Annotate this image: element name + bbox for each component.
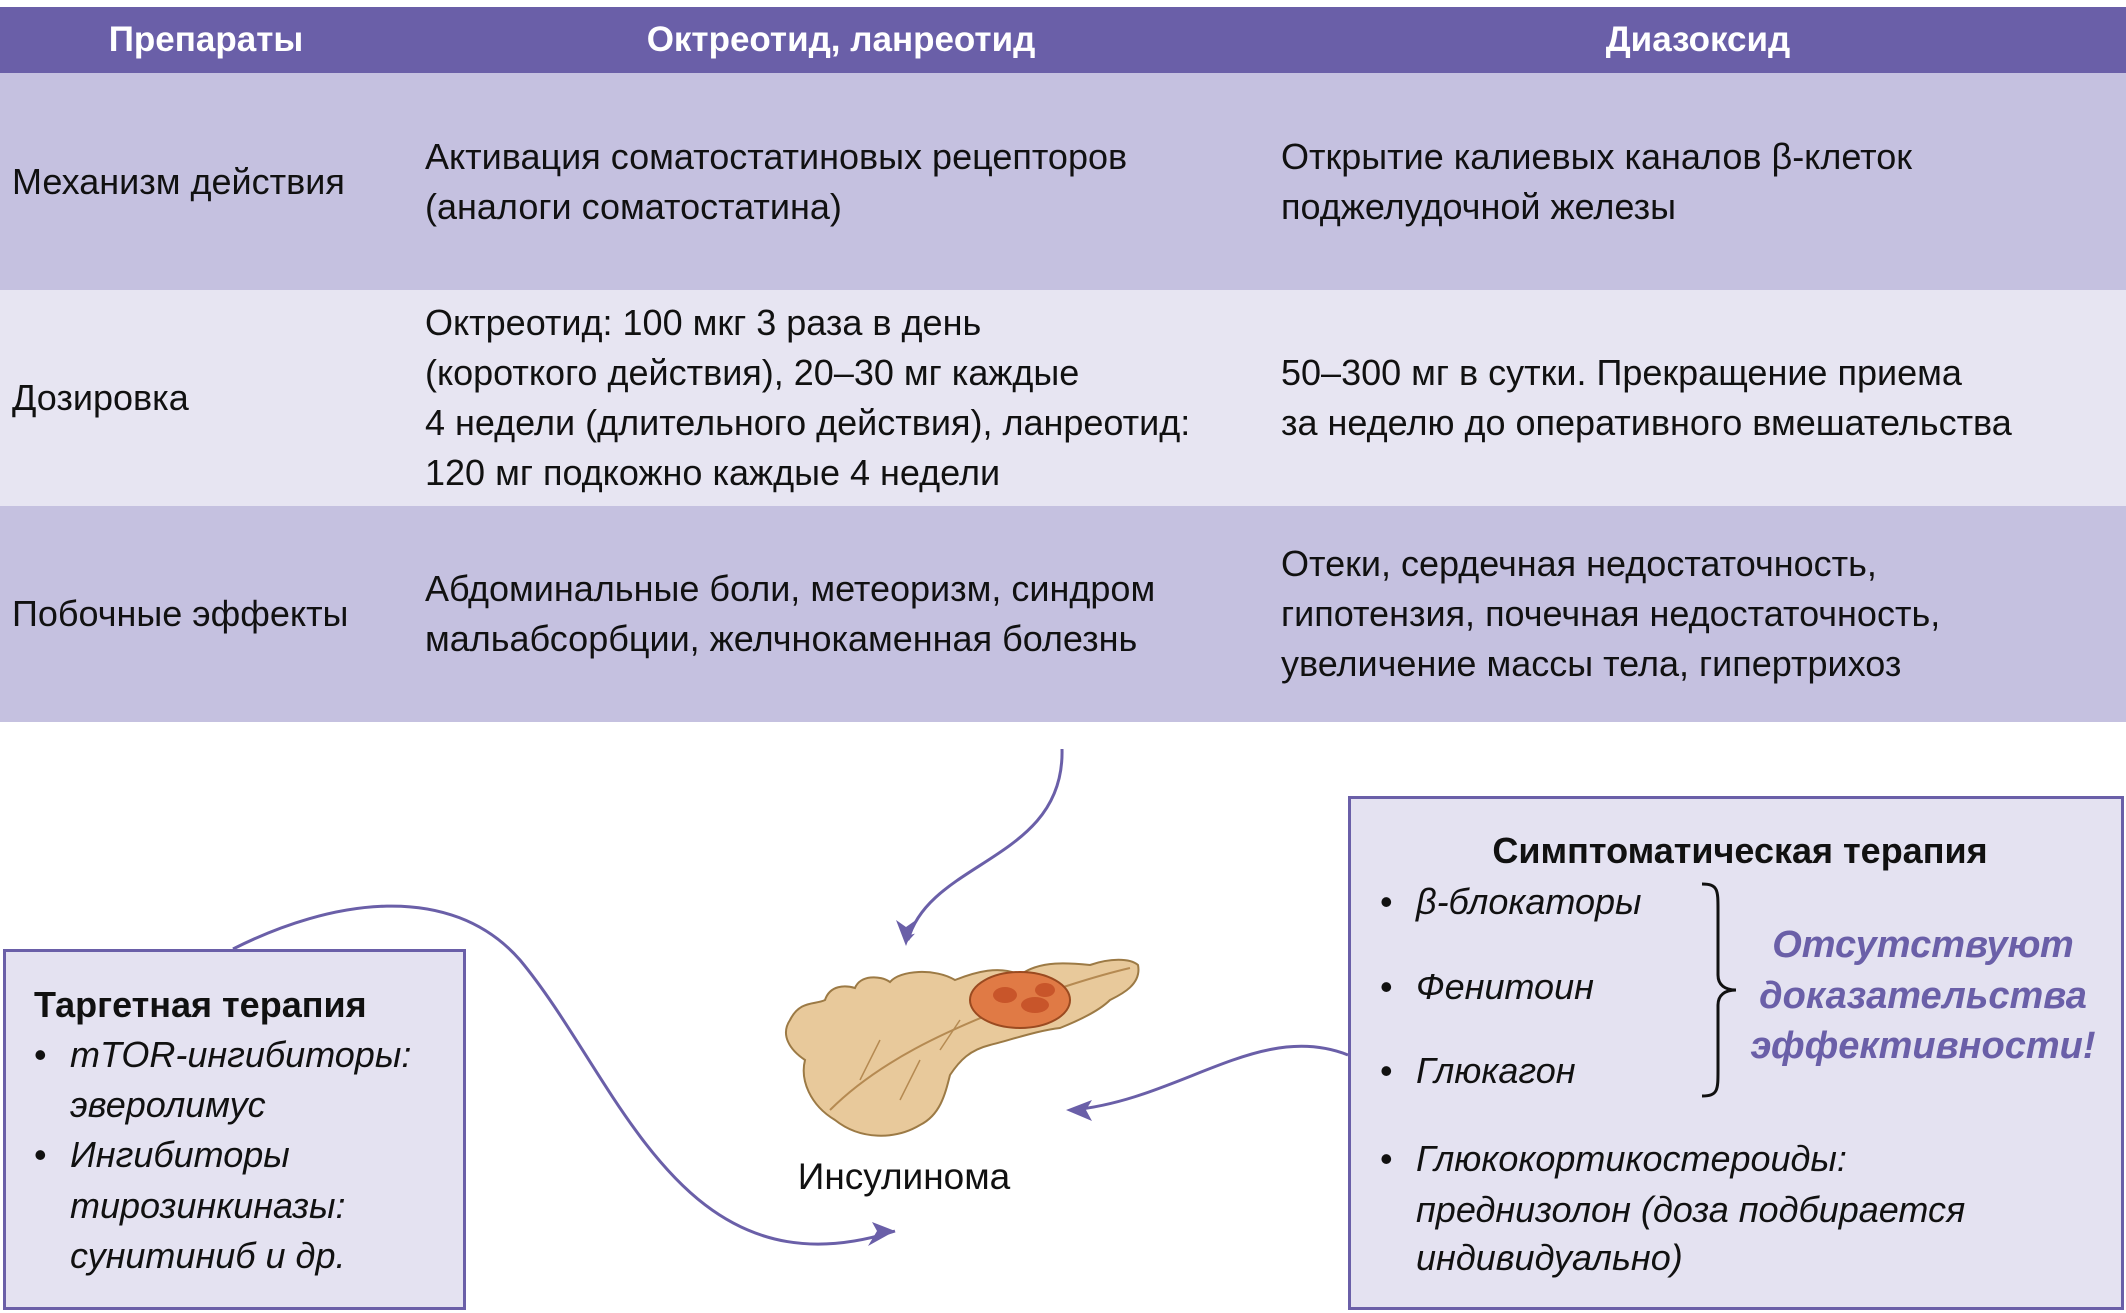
brace: [1701, 882, 1737, 1098]
row-label: Побочные эффекты: [12, 593, 349, 634]
symptomatic-title: Симптоматическая терапия: [1492, 830, 1988, 871]
symptomatic-item: β-блокаторы: [1416, 881, 1642, 922]
cell-text: (аналоги соматостатина): [425, 185, 842, 227]
targeted-line: тирозинкиназы:: [70, 1185, 346, 1226]
pancreas-illustration: [785, 958, 1140, 1137]
symptomatic-therapy-box: [1348, 796, 2124, 1310]
cell-text: за неделю до оперативного вмешательства: [1281, 402, 2012, 443]
glucocorticoid-line: индивидуально): [1416, 1237, 1683, 1278]
no-evidence-note: доказательства: [1759, 975, 2087, 1017]
symptomatic-item: Фенитоин: [1416, 966, 1594, 1007]
no-evidence-note: Отсутствуют: [1772, 924, 2074, 966]
arrowhead-left: [868, 1222, 895, 1246]
cell-text: мальабсорбции, желчнокаменная болезнь: [425, 618, 1138, 659]
cell-text: гипотензия, почечная недостаточность,: [1281, 593, 1941, 634]
targeted-line: mTOR-ингибиторы:: [70, 1034, 412, 1075]
bullet: •: [34, 1034, 47, 1075]
arrow-top: [905, 748, 1064, 942]
glucocorticoid-line: преднизолон (доза подбирается: [1416, 1189, 1966, 1230]
arrowhead-top: [896, 920, 916, 946]
bullet: •: [34, 1134, 47, 1175]
cell-text: Активация соматостатиновых рецепторов: [425, 135, 1128, 177]
targeted-line: сунитиниб и др.: [70, 1235, 346, 1276]
cell-text: Открытие калиевых каналов β-клеток: [1281, 135, 1913, 177]
cell-text: 120 мг подкожно каждые 4 недели: [425, 452, 1001, 493]
table-header: Препараты Октреотид, ланреотид Диазоксид: [0, 7, 2126, 73]
bullet: •: [1380, 1138, 1393, 1179]
glucocorticoid-line: Глюкокортикостероиды:: [1416, 1138, 1847, 1179]
cell-text: поджелудочной железы: [1281, 185, 1676, 227]
cell-text: 50–300 мг в сутки. Прекращение приема: [1281, 352, 1962, 393]
bullet: •: [1380, 1050, 1393, 1091]
table-row-mechanism: Механизм действия Активация соматостатин…: [0, 73, 2126, 290]
header-drugs: Препараты: [108, 20, 304, 59]
table-row-side-effects: Побочные эффекты Абдоминальные боли, мет…: [0, 506, 2126, 722]
arrowheads: [868, 920, 1092, 1246]
arrow-left: [232, 904, 896, 1246]
bullet: •: [1380, 966, 1393, 1007]
header-octreotide: Октреотид, ланреотид: [646, 20, 1036, 59]
insulinoma-label: Инсулинома: [797, 1156, 1011, 1197]
header-diazoxide: Диазоксид: [1605, 20, 1791, 59]
cell-text: Октреотид: 100 мкг 3 раза в день: [425, 302, 982, 343]
table-row-dosage: Дозировка Октреотид: 100 мкг 3 раза в де…: [0, 290, 2126, 506]
targeted-line: Ингибиторы: [70, 1134, 290, 1175]
symptomatic-item: Глюкагон: [1416, 1050, 1576, 1091]
cell-text: 4 недели (длительного действия), ланреот…: [425, 402, 1191, 443]
targeted-title: Таргетная терапия: [34, 984, 367, 1025]
targeted-line: эверолимус: [70, 1084, 266, 1125]
cell-text: (короткого действия), 20–30 мг каждые: [425, 352, 1080, 393]
no-evidence-note: эффективности!: [1750, 1025, 2096, 1067]
arrow-right: [1071, 1044, 1349, 1112]
row-label: Механизм действия: [12, 160, 345, 202]
arrowhead-right: [1066, 1100, 1092, 1121]
cell-text: Отеки, сердечная недостаточность,: [1281, 543, 1877, 584]
row-label: Дозировка: [12, 377, 189, 418]
targeted-therapy-box: [3, 949, 466, 1310]
cell-text: Абдоминальные боли, метеоризм, синдром: [425, 568, 1156, 609]
cell-text: увеличение массы тела, гипертрихоз: [1281, 643, 1902, 684]
bullet: •: [1380, 881, 1393, 922]
